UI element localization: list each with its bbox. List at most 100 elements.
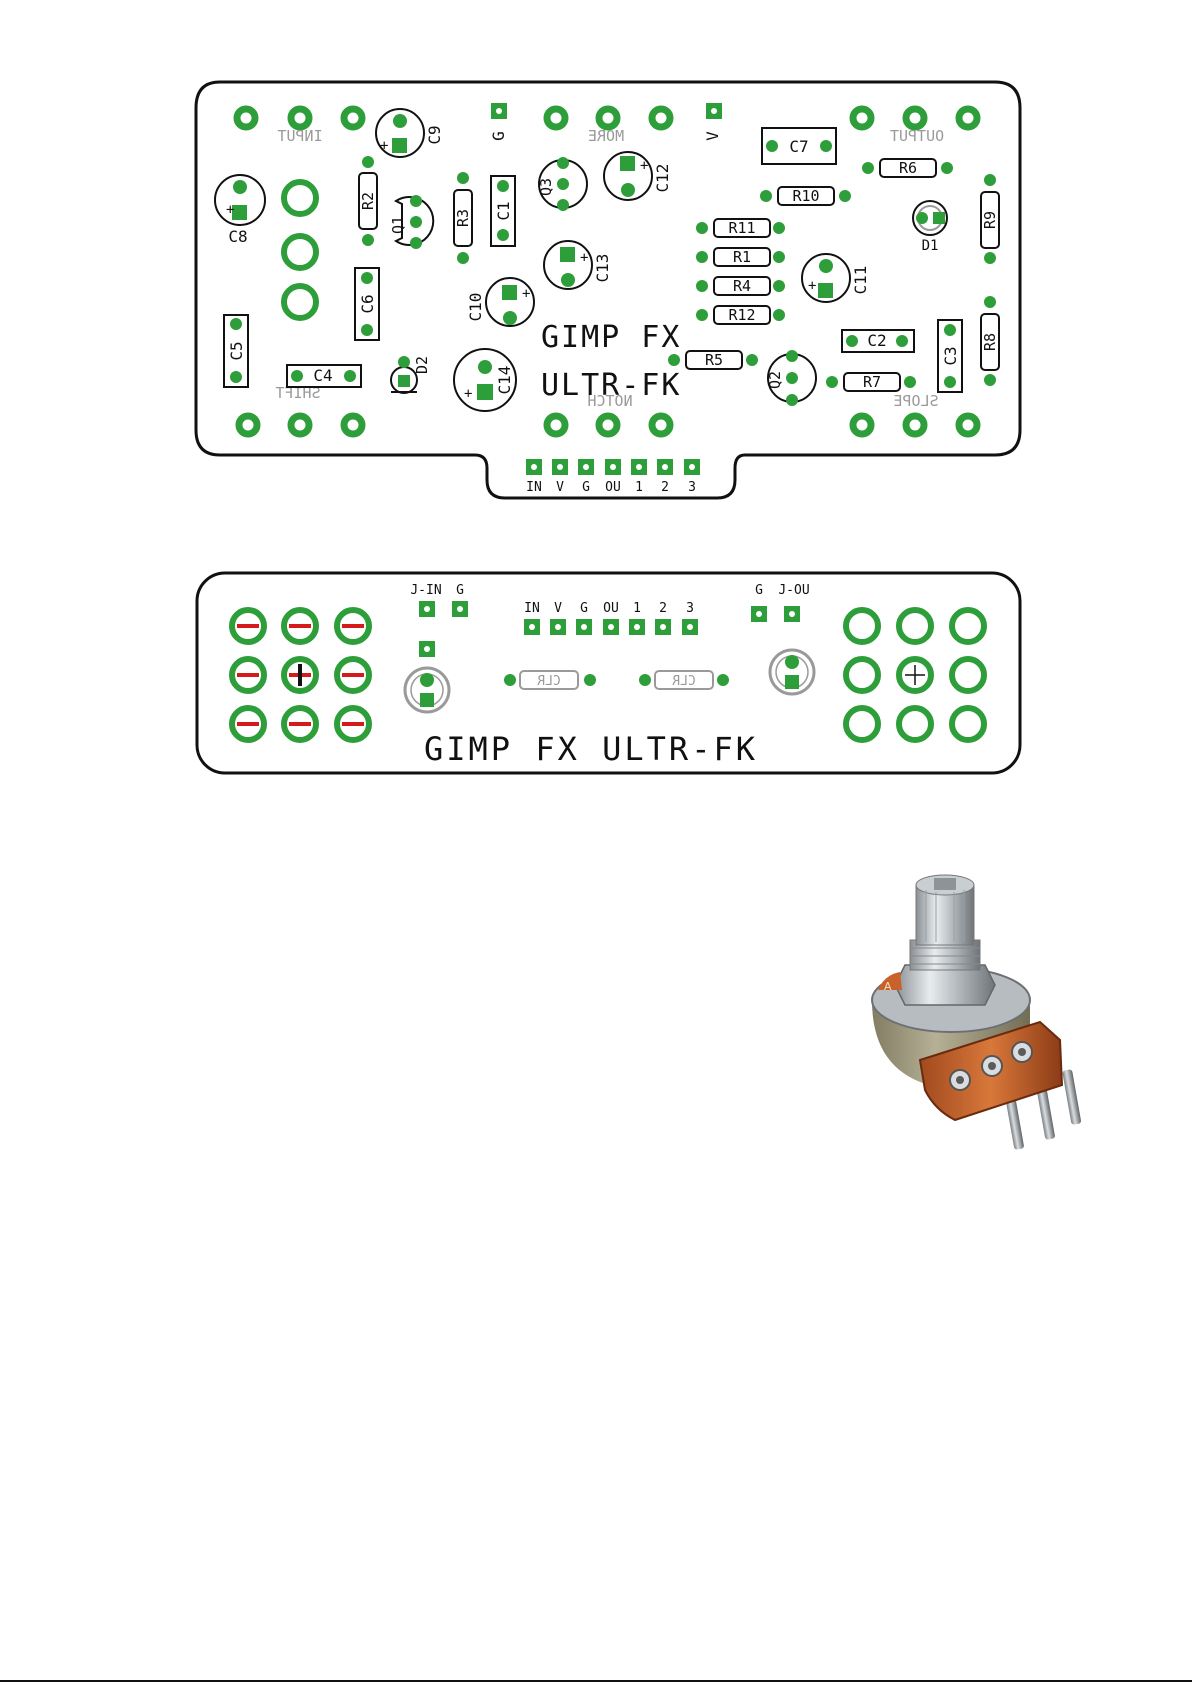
svg-text:+: + xyxy=(808,278,816,294)
svg-text:+: + xyxy=(464,386,472,402)
cap-c2: C2 xyxy=(842,330,914,352)
header1-label-3: 3 xyxy=(688,480,696,495)
led-left xyxy=(405,641,449,712)
resistor-label-r9: R9 xyxy=(981,211,999,229)
header2-label-v: V xyxy=(554,601,562,616)
ldr-label-left: CLR xyxy=(537,674,561,689)
cap-label-c8: C8 xyxy=(228,227,247,246)
transistor-label-q2: Q2 xyxy=(766,371,784,389)
resistor-r10: R10 xyxy=(760,187,851,205)
board2-title: GIMP FX ULTR-FK xyxy=(424,730,758,768)
diode-label-d2: D2 xyxy=(413,356,431,374)
svg-text:+: + xyxy=(640,158,648,174)
resistor-r9: R9 xyxy=(981,174,999,264)
cap-c11: + C11 xyxy=(802,254,870,302)
cap-c12: + C12 xyxy=(604,152,672,200)
resistor-r3: R3 xyxy=(454,172,472,264)
resistor-r8: R8 xyxy=(981,296,999,386)
resistor-r4: R4 xyxy=(696,277,785,295)
left-pot-pads xyxy=(232,610,369,740)
resistor-label-r7: R7 xyxy=(863,373,881,391)
ldr-right: CLR xyxy=(639,671,729,689)
jack-label-j-in: J-IN xyxy=(410,583,441,598)
cap-c3: C3 xyxy=(938,320,962,392)
svg-text:+: + xyxy=(580,250,588,266)
transistor-label-q1: Q1 xyxy=(389,216,407,234)
resistor-label-r3: R3 xyxy=(454,209,472,227)
cap-label-c5: C5 xyxy=(227,341,246,360)
resistor-r11: R11 xyxy=(696,219,785,237)
resistor-label-r1: R1 xyxy=(733,248,751,266)
pot-label-input: INPUT xyxy=(277,127,322,145)
header2-label-ou: OU xyxy=(603,601,619,616)
right-jack-pads: G J-OU xyxy=(751,583,810,622)
cap-c5: C5 xyxy=(224,315,248,387)
header2-label-1: 1 xyxy=(633,601,641,616)
board1-header: IN V G OU 1 2 3 xyxy=(526,459,700,495)
cap-c14: + C14 xyxy=(454,349,516,411)
header2-label-3: 3 xyxy=(686,601,694,616)
ldr-left: CLR xyxy=(504,671,596,689)
cap-label-c11: C11 xyxy=(851,266,870,295)
resistor-r6: R6 xyxy=(862,159,953,177)
jack-label-g-right: G xyxy=(755,583,763,598)
main-pcb-board: INPUT MORE OUTPUT SHIFT NOTCH xyxy=(196,82,1020,498)
cap-label-c1: C1 xyxy=(494,201,513,220)
jack-label-j-ou: J-OU xyxy=(778,583,809,598)
board1-title-line2: ULTR-FK xyxy=(541,368,681,403)
transistor-label-q3: Q3 xyxy=(537,178,555,196)
board2-header: IN V G OU 1 2 3 xyxy=(524,601,698,635)
cap-label-c9: C9 xyxy=(425,125,444,144)
diode-label-d1: D1 xyxy=(922,238,939,254)
dc-jack-pads xyxy=(284,182,316,318)
svg-text:+: + xyxy=(380,138,388,154)
svg-text:+: + xyxy=(522,286,530,302)
cap-label-c14: C14 xyxy=(495,366,514,395)
cap-c7: C7 xyxy=(762,128,836,164)
header1-label-1: 1 xyxy=(635,480,643,495)
header1-label-2: 2 xyxy=(661,480,669,495)
led-right xyxy=(770,650,814,694)
pad-label-g: G xyxy=(489,131,508,141)
resistor-label-r6: R6 xyxy=(899,159,917,177)
pad-label-v: V xyxy=(703,131,722,141)
resistor-label-r4: R4 xyxy=(733,277,751,295)
resistor-label-r2: R2 xyxy=(359,192,377,210)
resistor-label-r8: R8 xyxy=(981,333,999,351)
header1-label-v: V xyxy=(556,480,564,495)
cap-label-c4: C4 xyxy=(313,366,332,385)
resistor-label-r12: R12 xyxy=(728,306,755,324)
pot-label-more: MORE xyxy=(588,127,624,145)
potentiometer-icon: A xyxy=(872,875,1081,1150)
cap-c13: + C13 xyxy=(544,241,612,289)
resistor-label-r10: R10 xyxy=(792,187,819,205)
ldr-label-right: CLR xyxy=(672,674,696,689)
pot-shift: SHIFT xyxy=(239,384,362,434)
header2-label-g: G xyxy=(580,601,588,616)
pot-output: OUTPUT xyxy=(853,109,977,145)
header2-label-in: IN xyxy=(524,601,540,616)
cap-c1: C1 xyxy=(491,176,515,246)
led-d1: D1 xyxy=(913,201,947,254)
cap-label-c7: C7 xyxy=(789,137,808,156)
pad-g: G xyxy=(489,103,508,141)
header1-label-in: IN xyxy=(526,480,542,495)
pot-board: J-IN G G J-OU IN V G OU 1 2 3 xyxy=(197,573,1020,773)
pot-shaft-marking: A xyxy=(884,980,892,993)
cap-label-c3: C3 xyxy=(941,346,960,365)
cap-label-c6: C6 xyxy=(358,294,377,313)
cap-c8: + C8 xyxy=(215,175,265,246)
cap-label-c2: C2 xyxy=(867,331,886,350)
transistor-q3: Q3 xyxy=(537,157,587,211)
resistor-r5: R5 xyxy=(668,351,758,369)
diode-d2: D2 xyxy=(391,356,431,393)
jack-label-g-left: G xyxy=(456,583,464,598)
left-jack-pads: J-IN G xyxy=(410,583,468,617)
resistor-r12: R12 xyxy=(696,306,785,324)
header1-label-g: G xyxy=(582,480,590,495)
header2-label-2: 2 xyxy=(659,601,667,616)
resistor-label-r11: R11 xyxy=(728,219,755,237)
pot-label-output: OUTPUT xyxy=(890,127,944,145)
resistor-r1: R1 xyxy=(696,248,785,266)
pot-more: MORE xyxy=(547,109,670,145)
